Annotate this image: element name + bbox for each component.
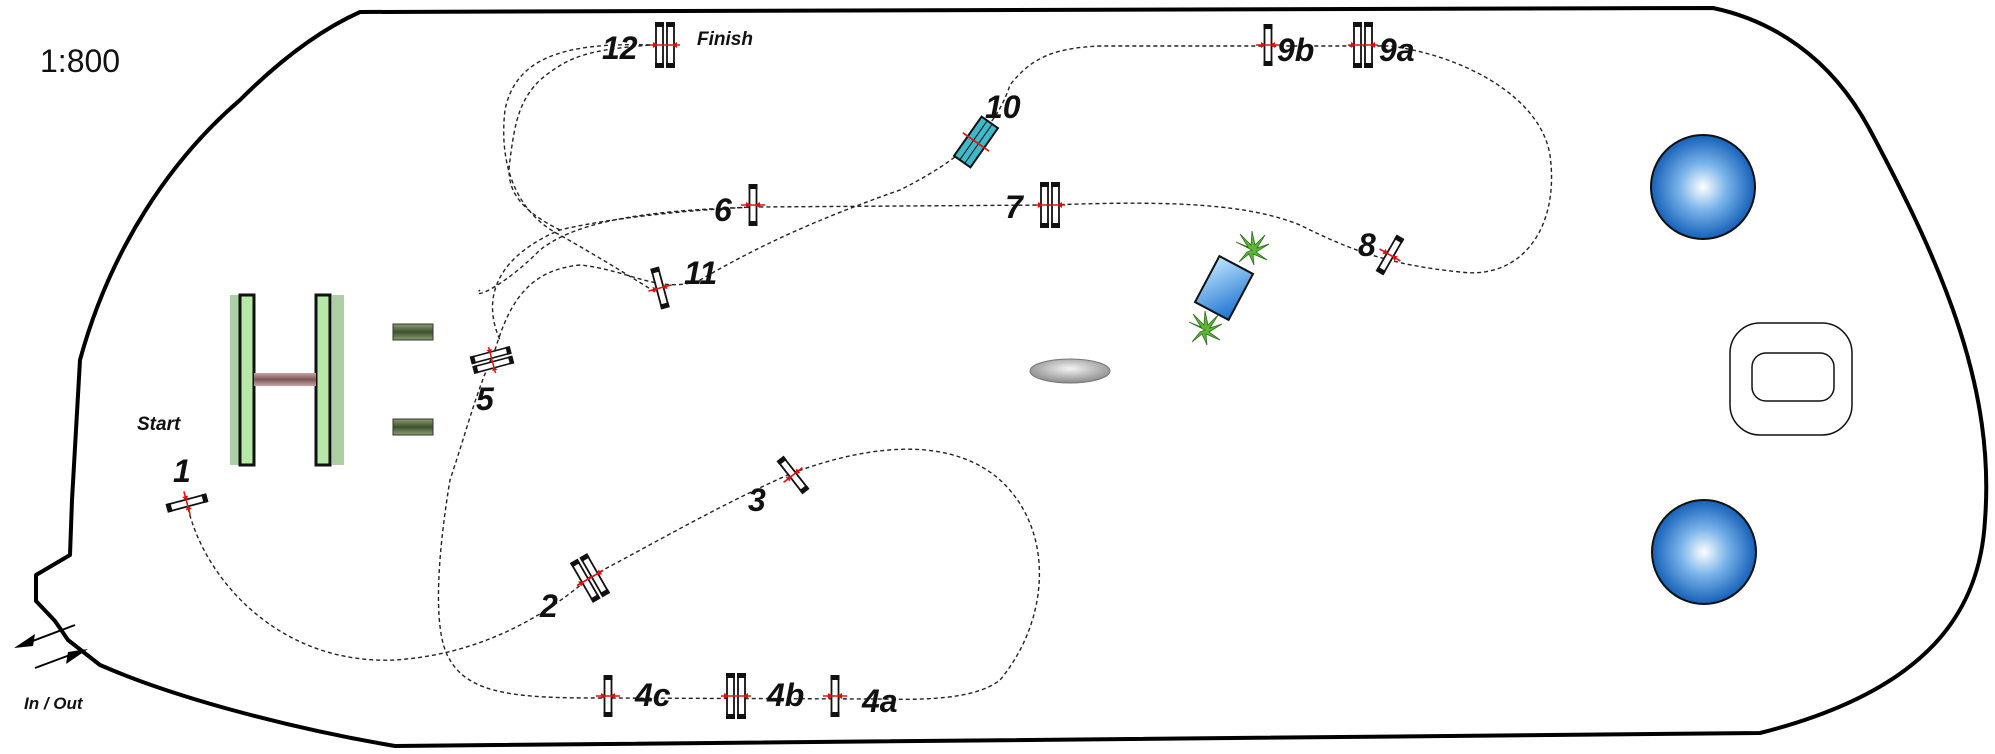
gate-label: 10 — [985, 89, 1021, 125]
gate-label: 6 — [714, 192, 732, 228]
start-gate — [230, 293, 344, 467]
arrow-icon — [14, 624, 88, 669]
enclosure — [1729, 322, 1853, 436]
gate-label: 11 — [684, 255, 717, 291]
gate-label: 8 — [1358, 227, 1376, 263]
field-boundary — [34, 6, 1989, 748]
marker-pad-upper — [392, 323, 434, 341]
gate-label: 9a — [1379, 32, 1415, 68]
gate-label: 9b — [1277, 32, 1314, 68]
gate-label: 1 — [173, 453, 191, 489]
gate-label: 7 — [1005, 189, 1025, 225]
gate-label: 4c — [634, 677, 671, 713]
gate-pylon-icon — [952, 115, 1000, 169]
pond-icon — [1650, 134, 1756, 240]
center-oval — [1029, 358, 1111, 384]
gate-label: 4a — [861, 683, 898, 719]
pond-icon — [1651, 499, 1757, 605]
route-path — [187, 44, 1553, 701]
gate-label: 5 — [476, 381, 495, 417]
pool — [1193, 254, 1255, 322]
in-out-label: In / Out — [24, 694, 84, 713]
start-label: Start — [137, 414, 181, 435]
gate-label: 4b — [766, 677, 804, 713]
scale-label: 1:800 — [40, 43, 120, 79]
gate-label: 12 — [602, 30, 638, 66]
gate-label: 2 — [539, 588, 558, 624]
finish-label: Finish — [697, 29, 753, 50]
gate-label: 3 — [748, 482, 766, 518]
marker-pad-lower — [392, 418, 434, 436]
